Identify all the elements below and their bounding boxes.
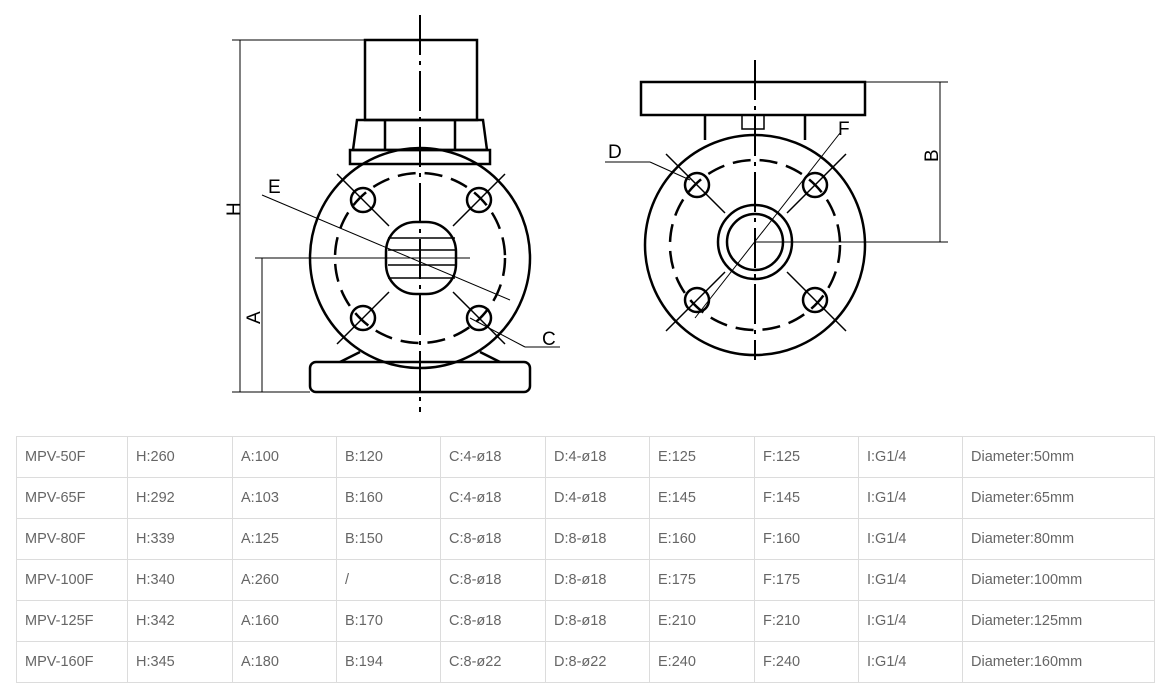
label-d: D: [608, 142, 622, 163]
cell-height-h: H:342: [127, 600, 233, 642]
cell-model: MPV-125F: [16, 600, 128, 642]
cell-dim-c: C:8-ø18: [440, 559, 546, 601]
cell-dim-d: D:4-ø18: [545, 477, 650, 519]
dimensions: [605, 81, 948, 319]
cell-dim-f: F:210: [754, 600, 859, 642]
cell-diameter: Diameter:50mm: [962, 436, 1155, 478]
cell-dim-d: D:8-ø18: [545, 600, 650, 642]
cell-dim-f: F:160: [754, 518, 859, 560]
cell-dim-f: F:145: [754, 477, 859, 519]
cell-dim-c: C:4-ø18: [440, 436, 546, 478]
cell-dim-i: I:G1/4: [858, 477, 963, 519]
cell-dim-b: B:150: [336, 518, 441, 560]
cell-dim-a: A:160: [232, 600, 337, 642]
cell-dim-b: B:194: [336, 641, 441, 683]
bolt-holes-d: [665, 153, 847, 332]
cell-diameter: Diameter:80mm: [962, 518, 1155, 560]
cell-dim-e: E:175: [649, 559, 755, 601]
cell-dim-a: A:180: [232, 641, 337, 683]
cell-dim-e: E:240: [649, 641, 755, 683]
bolt-circle: [668, 158, 842, 332]
cell-dim-i: I:G1/4: [858, 600, 963, 642]
cell-height-h: H:292: [127, 477, 233, 519]
front-view: [232, 15, 560, 412]
cell-dim-d: D:8-ø18: [545, 518, 650, 560]
cell-dim-b: B:170: [336, 600, 441, 642]
cell-dim-i: I:G1/4: [858, 518, 963, 560]
cell-model: MPV-80F: [16, 518, 128, 560]
label-a: A: [244, 311, 265, 324]
cell-dim-a: A:103: [232, 477, 337, 519]
label-c: C: [542, 329, 556, 350]
cell-model: MPV-65F: [16, 477, 128, 519]
label-b: B: [922, 149, 943, 162]
cell-dim-c: C:4-ø18: [440, 477, 546, 519]
side-view: [605, 60, 948, 360]
cell-dim-i: I:G1/4: [858, 436, 963, 478]
cell-height-h: H:345: [127, 641, 233, 683]
cell-dim-a: A:125: [232, 518, 337, 560]
cell-dim-a: A:100: [232, 436, 337, 478]
cell-height-h: H:260: [127, 436, 233, 478]
cell-model: MPV-100F: [16, 559, 128, 601]
cell-dim-c: C:8-ø18: [440, 518, 546, 560]
cell-dim-c: C:8-ø18: [440, 600, 546, 642]
cell-dim-d: D:4-ø18: [545, 436, 650, 478]
cell-dim-d: D:8-ø18: [545, 559, 650, 601]
cell-dim-b: /: [336, 559, 441, 601]
cell-dim-b: B:160: [336, 477, 441, 519]
top-plate: [639, 80, 867, 117]
cell-dim-e: E:125: [649, 436, 755, 478]
technical-drawing: H A E C B D F: [224, 15, 948, 412]
cell-diameter: Diameter:100mm: [962, 559, 1155, 601]
cell-model: MPV-50F: [16, 436, 128, 478]
cell-height-h: H:340: [127, 559, 233, 601]
cell-dim-f: F:125: [754, 436, 859, 478]
cell-dim-i: I:G1/4: [858, 559, 963, 601]
cell-dim-a: A:260: [232, 559, 337, 601]
cell-dim-e: E:145: [649, 477, 755, 519]
cell-dim-c: C:8-ø22: [440, 641, 546, 683]
cell-dim-i: I:G1/4: [858, 641, 963, 683]
label-f: F: [838, 119, 850, 140]
cell-dim-d: D:8-ø22: [545, 641, 650, 683]
cell-dim-e: E:160: [649, 518, 755, 560]
label-e: E: [268, 177, 281, 198]
label-h: H: [224, 202, 245, 216]
bolt-holes-c: [336, 173, 506, 345]
cell-diameter: Diameter:65mm: [962, 477, 1155, 519]
cell-height-h: H:339: [127, 518, 233, 560]
cell-dim-b: B:120: [336, 436, 441, 478]
bolt-circle: [333, 171, 507, 345]
cell-dim-f: F:240: [754, 641, 859, 683]
cell-diameter: Diameter:125mm: [962, 600, 1155, 642]
cell-dim-f: F:175: [754, 559, 859, 601]
dimensions: [232, 39, 560, 393]
cell-dim-e: E:210: [649, 600, 755, 642]
cell-model: MPV-160F: [16, 641, 128, 683]
cell-diameter: Diameter:160mm: [962, 641, 1155, 683]
